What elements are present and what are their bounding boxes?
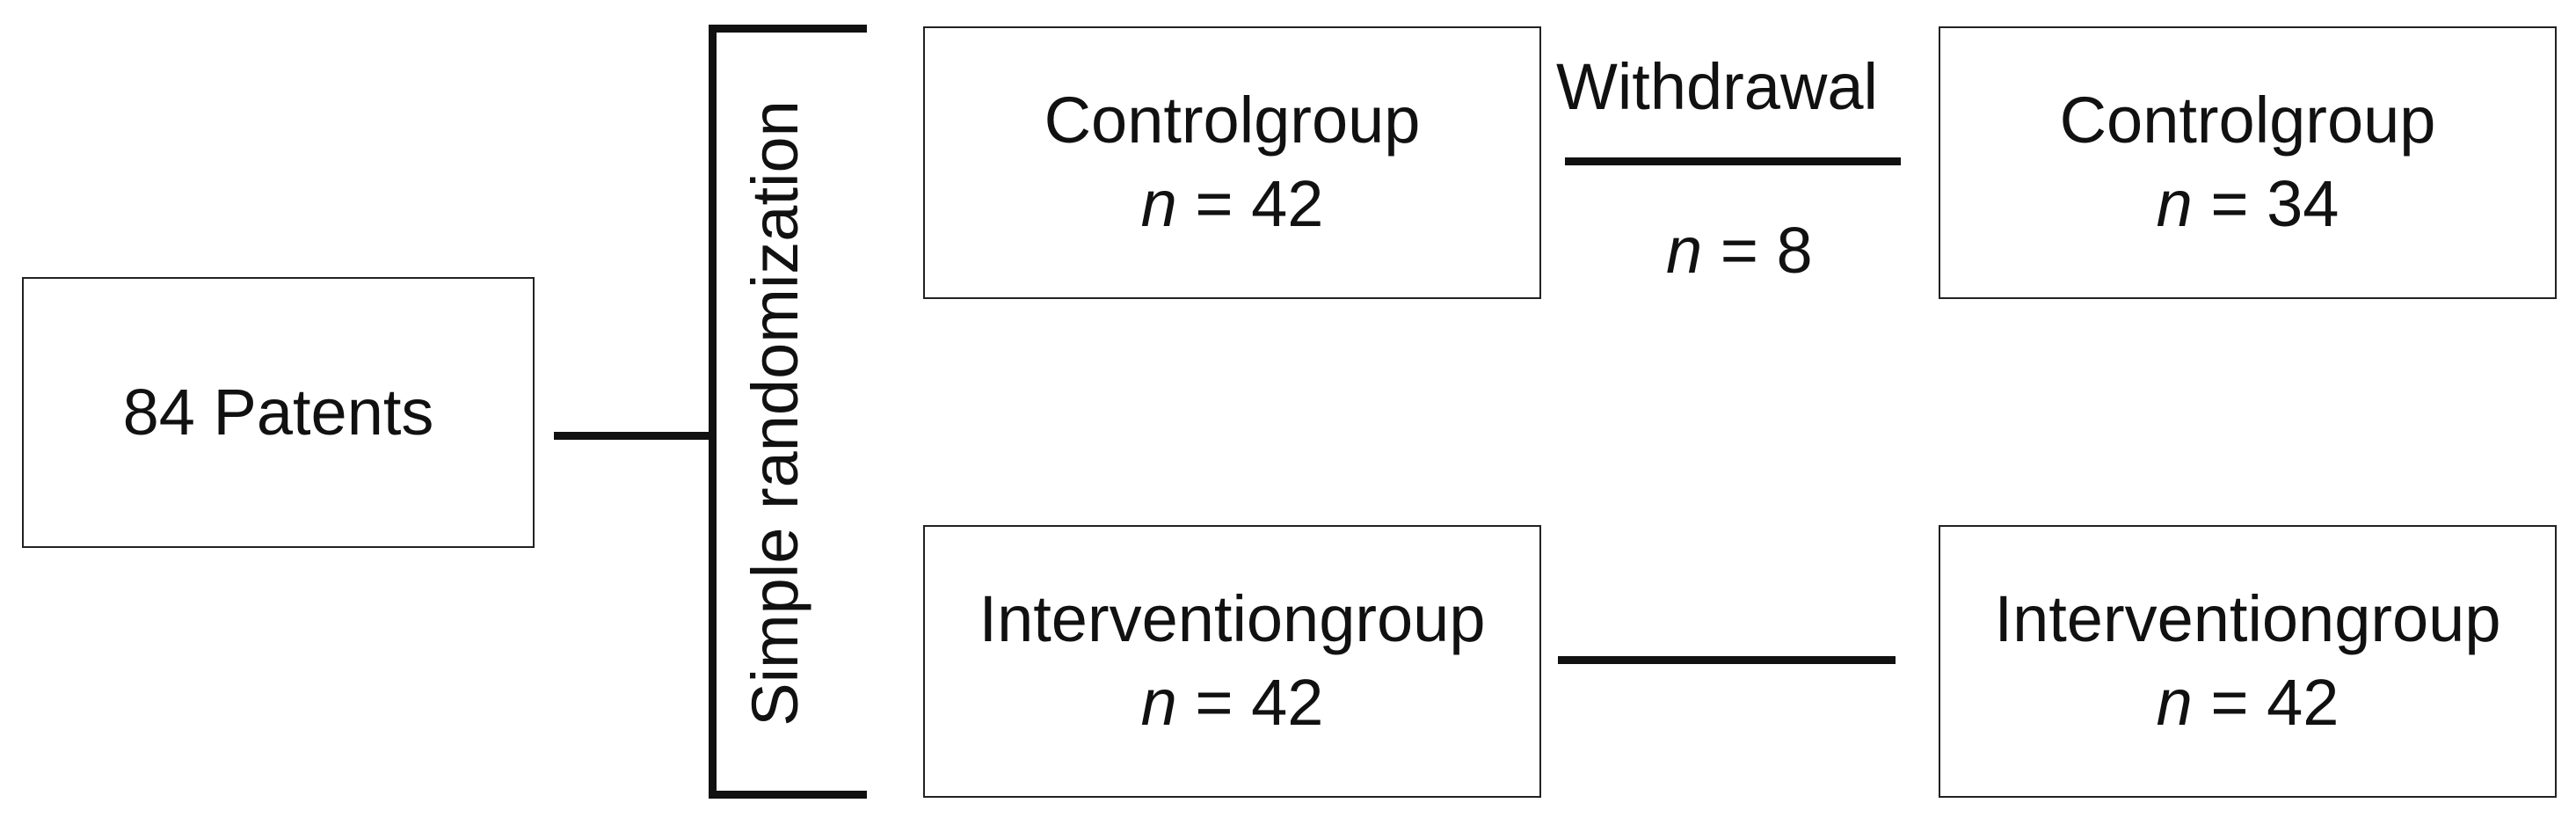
n-symbol: n (2156, 167, 2193, 240)
patients-box: 84 Patents (22, 277, 535, 548)
control-group-final-box: Controlgroup n = 34 (1939, 26, 2557, 299)
count-value: = 42 (2210, 666, 2340, 739)
patients-label: 84 Patents (122, 375, 434, 449)
withdrawal-count: n = 8 (1666, 218, 1813, 283)
bracket-vertical (709, 25, 717, 799)
count-value: = 8 (1720, 214, 1813, 287)
control-group-initial-name: Controlgroup (1044, 84, 1421, 157)
count-value: = 42 (1195, 167, 1324, 240)
n-symbol: n (2156, 666, 2193, 739)
intervention-connector-line (1558, 656, 1896, 664)
n-symbol: n (1140, 666, 1177, 739)
control-group-initial-box: Controlgroup n = 42 (923, 26, 1541, 299)
intervention-group-final-name: Interventiongroup (1994, 582, 2501, 656)
count-value: = 42 (1195, 666, 1324, 739)
withdrawal-label: Withdrawal (1556, 50, 1878, 123)
intervention-group-final-count: n = 42 (2157, 661, 2340, 745)
control-group-final-count: n = 34 (2157, 163, 2340, 246)
intervention-group-initial-count: n = 42 (1141, 661, 1324, 745)
intervention-group-initial-name: Interventiongroup (979, 582, 1486, 656)
control-group-initial-count: n = 42 (1141, 163, 1324, 246)
bracket-bottom-arm (709, 791, 867, 799)
n-symbol: n (1666, 214, 1703, 287)
control-group-final-name: Controlgroup (2059, 84, 2436, 157)
bracket-top-arm (709, 25, 867, 33)
withdrawal-line (1565, 157, 1901, 165)
randomization-label: Simple randomization (739, 100, 811, 726)
connector-start-to-bracket (554, 432, 712, 440)
intervention-group-initial-box: Interventiongroup n = 42 (923, 525, 1541, 798)
n-symbol: n (1140, 167, 1177, 240)
count-value: = 34 (2210, 167, 2340, 240)
intervention-group-final-box: Interventiongroup n = 42 (1939, 525, 2557, 798)
